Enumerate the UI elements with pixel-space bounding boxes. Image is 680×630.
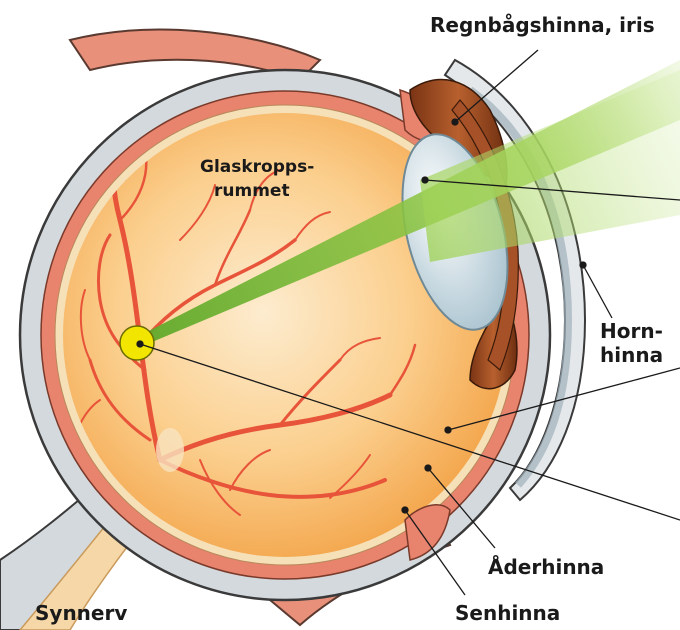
label-vitreous-2: rummet — [214, 181, 290, 201]
label-cornea-1: Horn- — [600, 319, 663, 343]
label-iris: Regnbågshinna, iris — [430, 13, 655, 37]
optic-disc — [156, 428, 184, 472]
label-choroid: Åderhinna — [488, 555, 604, 579]
label-optic-nerve: Synnerv — [35, 601, 127, 625]
label-cornea-2: hinna — [600, 343, 663, 367]
label-sclera: Senhinna — [455, 601, 560, 625]
label-vitreous-1: Glaskropps- — [200, 157, 314, 177]
